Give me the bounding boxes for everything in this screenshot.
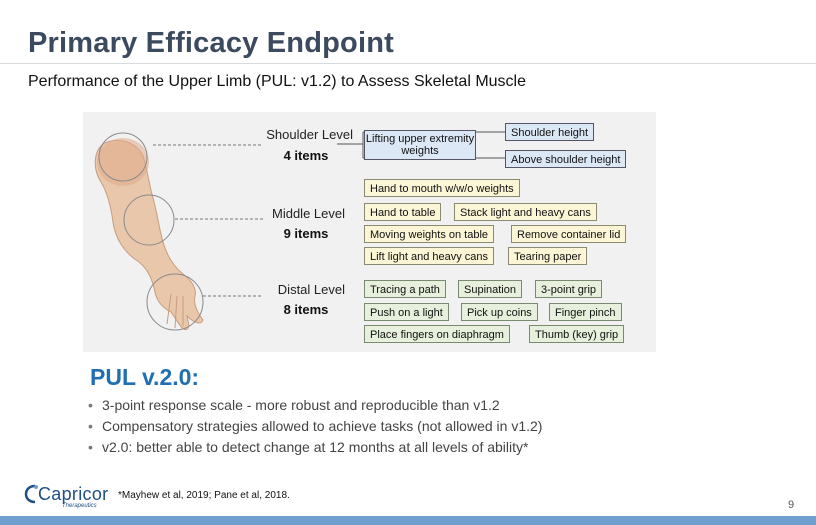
page-number: 9 — [788, 499, 795, 511]
arm-illustration — [94, 131, 505, 331]
shoulder-task-above-shoulder: Above shoulder height — [505, 150, 627, 168]
list-item: •v2.0: better able to detect change at 1… — [88, 437, 542, 458]
bullet-icon: • — [88, 397, 93, 413]
pul-diagram: Shoulder Level 4 items Middle Level 9 it… — [83, 112, 656, 352]
pul2-heading: PUL v.2.0: — [90, 364, 200, 390]
footer-bar — [0, 516, 816, 525]
distal-task: Finger pinch — [549, 303, 622, 321]
capricor-logo-icon — [24, 484, 38, 504]
distal-task: Pick up coins — [461, 303, 538, 321]
middle-task: Hand to table — [364, 203, 442, 221]
middle-task: Stack light and heavy cans — [454, 203, 597, 221]
distal-task: Place fingers on diaphragm — [364, 325, 510, 343]
page-subtitle: Performance of the Upper Limb (PUL: v1.2… — [28, 73, 526, 90]
bullet-icon: • — [88, 418, 93, 434]
distal-task: Thumb (key) grip — [529, 325, 625, 343]
shoulder-level-count: 4 items — [283, 148, 329, 163]
page-title: Primary Efficacy Endpoint — [28, 27, 394, 59]
company-logo-subtext: Therapeutics — [62, 503, 97, 509]
pul2-bullet-list: •3-point response scale - more robust an… — [88, 395, 542, 458]
company-logo-text: Capricor — [38, 484, 109, 504]
distal-task: Push on a light — [364, 303, 449, 321]
middle-task: Lift light and heavy cans — [364, 247, 495, 265]
shoulder-task-shoulder-height: Shoulder height — [505, 123, 595, 141]
distal-task: Supination — [458, 280, 522, 298]
distal-level-count: 8 items — [283, 302, 329, 317]
middle-task: Remove container lid — [511, 225, 627, 243]
distal-level-label: Distal Level — [277, 282, 345, 297]
distal-task: Tracing a path — [364, 280, 446, 298]
middle-level-label: Middle Level — [272, 206, 345, 221]
middle-level-count: 9 items — [283, 226, 329, 241]
middle-task: Moving weights on table — [364, 225, 495, 243]
shoulder-central-task: Lifting upper extremity weights — [364, 130, 476, 160]
middle-task: Tearing paper — [508, 247, 588, 265]
middle-task: Hand to mouth w/w/o weights — [364, 179, 520, 197]
shoulder-level-label: Shoulder Level — [266, 127, 353, 142]
citation-footnote: *Mayhew et al, 2019; Pane et al, 2018. — [118, 490, 290, 501]
title-divider — [0, 63, 816, 64]
bullet-icon: • — [88, 439, 93, 455]
list-item: •Compensatory strategies allowed to achi… — [88, 416, 542, 437]
distal-task: 3-point grip — [535, 280, 603, 298]
list-item: •3-point response scale - more robust an… — [88, 395, 542, 416]
